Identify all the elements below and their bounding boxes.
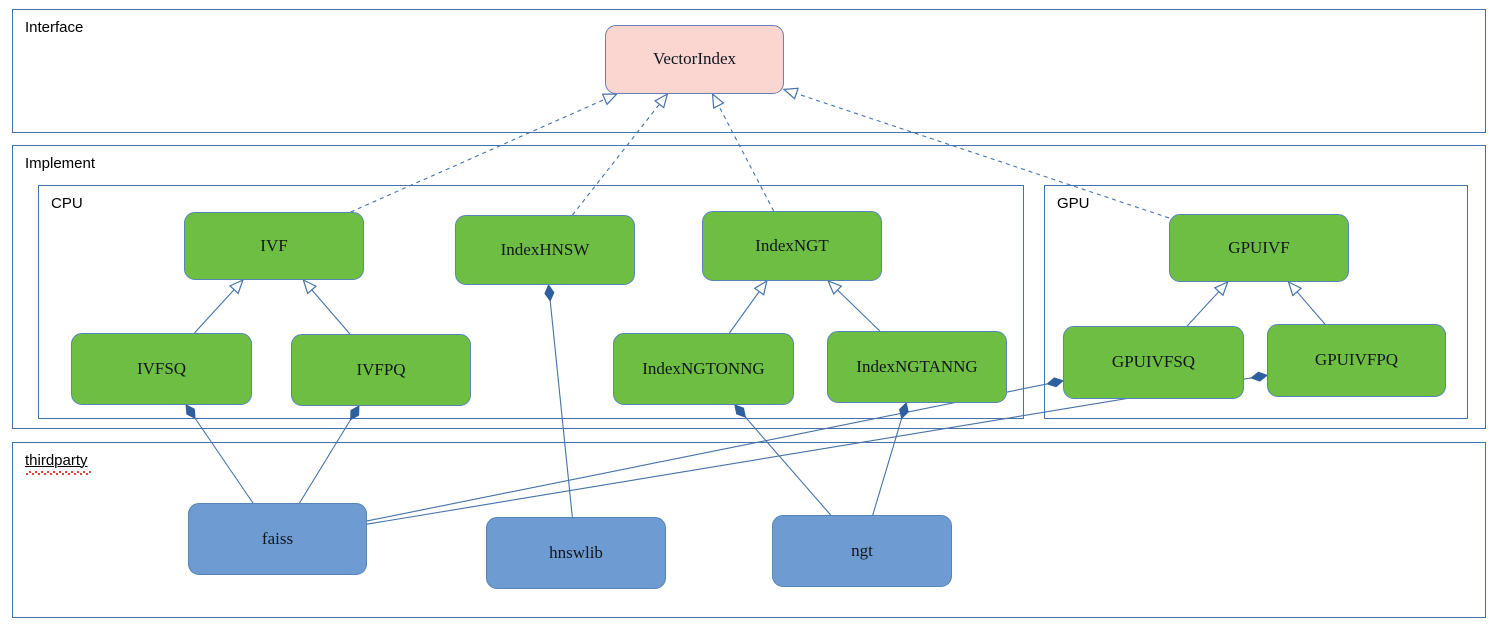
class-node-indexngtanng[interactable]: IndexNGTANNG <box>827 331 1007 403</box>
edge-composition-indexngtonng-to-ngt <box>734 404 832 516</box>
edge-generalization-indexngtonng-to-indexngt <box>728 279 768 334</box>
edge-generalization-ivfsq-to-ivf <box>194 278 244 334</box>
edge-line <box>728 291 760 334</box>
class-node-label: GPUIVFPQ <box>1314 350 1399 370</box>
edge-realization-gpuivf-to-vectorindex <box>782 87 1170 219</box>
class-node-ivfpq[interactable]: IVFPQ <box>291 334 471 406</box>
class-node-label: IndexNGTANNG <box>856 356 978 376</box>
edge-line <box>718 105 775 212</box>
edge-line <box>194 289 235 334</box>
class-node-indexngt[interactable]: IndexNGT <box>702 211 882 281</box>
filled-diamond-marker <box>185 404 196 420</box>
class-node-gpuivf[interactable]: GPUIVF <box>1169 214 1349 282</box>
edge-line <box>1296 291 1326 325</box>
edge-line <box>734 404 832 516</box>
hollow-triangle-arrowhead <box>653 92 669 109</box>
class-node-label: ngt <box>851 540 873 560</box>
class-node-label: IndexHNSW <box>500 239 590 259</box>
package-label-thirdparty: thirdparty <box>25 452 88 469</box>
class-node-label: hnswlib <box>549 542 603 562</box>
edge-line <box>311 289 351 335</box>
edge-composition-gpuivfsq-to-faiss <box>366 377 1064 522</box>
hollow-triangle-arrowhead <box>1213 280 1229 297</box>
edge-line <box>185 404 254 504</box>
class-node-gpuivfsq[interactable]: GPUIVFSQ <box>1063 326 1244 399</box>
class-node-ngt[interactable]: ngt <box>772 515 952 587</box>
edge-line <box>837 289 881 332</box>
package-gpu <box>1044 185 1468 419</box>
package-label-implement: Implement <box>25 155 96 172</box>
class-node-hnswlib[interactable]: hnswlib <box>486 517 666 589</box>
filled-diamond-marker <box>1046 377 1064 388</box>
class-node-label: IVF <box>260 235 288 255</box>
class-node-indexhnsw[interactable]: IndexHNSW <box>455 215 635 285</box>
filled-diamond-marker <box>544 283 555 302</box>
class-node-label: IVFPQ <box>356 359 406 379</box>
class-node-vectorindex[interactable]: VectorIndex <box>605 25 784 94</box>
filled-diamond-marker <box>899 402 909 420</box>
edge-composition-indexngtanng-to-ngt <box>872 402 909 516</box>
edge-composition-ivfsq-to-faiss <box>185 404 254 504</box>
edge-generalization-gpuivfpq-to-gpuivf <box>1287 280 1326 325</box>
edge-line <box>572 103 660 216</box>
edge-line <box>366 380 1064 522</box>
class-node-ivfsq[interactable]: IVFSQ <box>71 333 252 405</box>
edge-line <box>350 98 606 213</box>
edge-realization-indexngt-to-vectorindex <box>711 92 775 212</box>
spellcheck-squiggle <box>25 471 91 475</box>
hollow-triangle-arrowhead <box>1287 280 1303 297</box>
package-implement <box>12 145 1486 429</box>
package-thirdparty <box>12 442 1486 618</box>
hollow-triangle-arrowhead <box>302 278 318 295</box>
hollow-triangle-arrowhead <box>782 87 799 100</box>
class-node-label: VectorIndex <box>652 49 737 69</box>
edge-generalization-gpuivfsq-to-gpuivf <box>1186 280 1229 327</box>
edge-line <box>548 284 573 518</box>
edge-line <box>872 402 907 516</box>
hollow-triangle-arrowhead <box>711 92 725 110</box>
edge-line <box>1186 291 1220 327</box>
hollow-triangle-arrowhead <box>753 279 768 296</box>
class-node-label: GPUIVF <box>1228 237 1290 257</box>
class-node-label: GPUIVFSQ <box>1111 352 1196 372</box>
edge-realization-ivf-to-vectorindex <box>350 93 619 213</box>
hollow-triangle-arrowhead <box>601 93 619 106</box>
class-node-label: IndexNGT <box>755 235 829 255</box>
package-label-interface: Interface <box>25 19 84 36</box>
class-node-faiss[interactable]: faiss <box>188 503 367 575</box>
class-node-ivf[interactable]: IVF <box>184 212 364 280</box>
filled-diamond-marker <box>734 404 747 418</box>
class-node-label: IndexNGTONNG <box>642 358 765 378</box>
filled-diamond-marker <box>1250 371 1269 382</box>
package-cpu <box>38 185 1024 419</box>
class-node-gpuivfpq[interactable]: GPUIVFPQ <box>1267 324 1446 397</box>
edge-generalization-ivfpq-to-ivf <box>302 278 351 335</box>
package-label-gpu: GPU <box>1057 195 1090 212</box>
edge-realization-indexhnsw-to-vectorindex <box>572 92 669 216</box>
filled-diamond-marker <box>350 405 360 421</box>
class-node-label: faiss <box>261 528 294 548</box>
package-interface <box>12 9 1486 133</box>
edge-composition-ivfpq-to-faiss <box>299 405 360 504</box>
class-node-indexngtonng[interactable]: IndexNGTONNG <box>613 333 794 405</box>
edge-line <box>299 405 360 504</box>
edge-composition-gpuivfpq-to-faiss <box>366 371 1269 525</box>
package-label-cpu: CPU <box>51 195 83 212</box>
hollow-triangle-arrowhead <box>827 279 843 296</box>
hollow-triangle-arrowhead <box>228 278 244 295</box>
edge-composition-indexhnsw-to-hnswlib <box>544 283 573 518</box>
edge-line <box>366 374 1268 525</box>
edge-generalization-indexngtanng-to-indexngt <box>827 279 881 332</box>
edge-line <box>796 92 1170 219</box>
class-node-label: IVFSQ <box>136 358 187 378</box>
